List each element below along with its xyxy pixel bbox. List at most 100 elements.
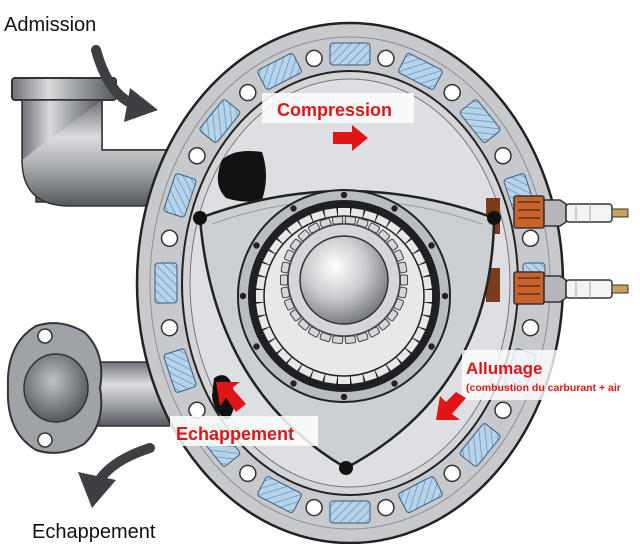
exhaust-pipe-icon [6,322,171,454]
gear-tooth [405,239,419,254]
spark-plug-icon [486,195,629,234]
gear-tooth [344,335,356,345]
coolant-passage [257,52,302,90]
gear-tooth [277,348,292,363]
stationary-gear [280,215,408,345]
gear-tooth [386,357,401,371]
bolt-hole [377,49,395,68]
coolant-passage [459,99,501,143]
apex-seal [487,211,501,225]
spark-plug-icon [486,268,629,305]
bolt-hole [521,318,540,337]
gear-tooth [424,290,432,302]
coolant-passage [163,348,197,393]
gear-tooth [374,214,390,228]
gear-tooth [405,338,419,353]
rivet-dot [441,292,449,300]
bolt-hole [188,147,206,165]
gear-tooth [298,364,314,378]
rivet-dot [290,205,297,212]
gear-tooth [338,376,350,384]
gear-tooth [386,221,401,235]
bolt-hole [305,49,323,68]
curved-arrow-icon [78,443,155,508]
gear-tooth [269,338,283,353]
gear-tooth [256,302,266,316]
bolt-hole [494,401,512,419]
gear-tooth [422,276,432,290]
rivet-dot [428,343,435,350]
apex-seal [339,461,353,475]
coolant-passage [329,500,371,524]
gear-tooth [332,215,344,225]
coolant-passage [398,52,443,90]
gear-tooth [338,208,350,216]
coolant-passage [459,423,501,467]
gear-tooth [400,274,408,286]
bolt-hole [494,147,512,165]
bolt-hole [305,498,323,517]
intake-port [217,151,266,202]
bolt-hole [443,83,461,102]
curved-arrow-icon [91,45,158,122]
rivet-dot [391,205,398,212]
rivet-dot [428,242,435,249]
gear-tooth [332,335,344,345]
label-allumage: Allumage [466,359,543,378]
rivet-dot [239,292,247,300]
gear-tooth [280,274,288,286]
gear-tooth [262,250,276,266]
gear-tooth [350,374,364,384]
label-allumage-subtitle: (combustion du carburant + air [466,382,621,394]
red-arrow-icon [436,392,466,420]
rivet-dot [391,380,398,387]
coolant-passage [163,173,197,218]
gear-tooth [256,290,264,302]
label-admission: Admission [4,14,96,36]
gear-tooth [324,374,338,384]
bolt-hole [521,229,540,248]
apex-seal [193,211,207,225]
bolt-hole [239,464,257,483]
gear-tooth [287,221,302,235]
coolant-passage [398,476,443,514]
gear-tooth [298,214,314,228]
bolt-hole [239,83,257,102]
rivet-dot [253,242,260,249]
coolant-passage [257,476,302,514]
gear-tooth [396,348,411,363]
label-echappement-bottom: Echappement [32,521,156,543]
gear-tooth [412,250,426,266]
coolant-passage [154,262,178,304]
coolant-passage [199,99,241,143]
red-arrow-icon [333,125,368,151]
gear-tooth [396,229,411,244]
gear-tooth [344,215,356,225]
bolt-hole [160,318,179,337]
coolant-passage [329,42,371,66]
label-compression: Compression [277,100,392,120]
label-echappement-red: Echappement [176,424,294,444]
gear-tooth [287,357,302,371]
gear-tooth [324,208,338,218]
gear-tooth [262,326,276,342]
gear-tooth [256,276,266,290]
housing-bolts [160,49,540,517]
red-arrow-icon [216,382,246,412]
rivet-dot [253,343,260,350]
bolt-hole [188,401,206,419]
gear-tooth [269,239,283,254]
bolt-hole [377,498,395,517]
gear-tooth [412,326,426,342]
intake-pipe-icon [11,77,171,207]
bolt-hole [443,464,461,483]
flange-icon [6,322,103,454]
gear-tooth [277,229,292,244]
gear-tooth [350,208,364,218]
rivet-dot [340,191,348,199]
rivet-dot [340,393,348,401]
bolt-hole [160,229,179,248]
gear-tooth [422,302,432,316]
